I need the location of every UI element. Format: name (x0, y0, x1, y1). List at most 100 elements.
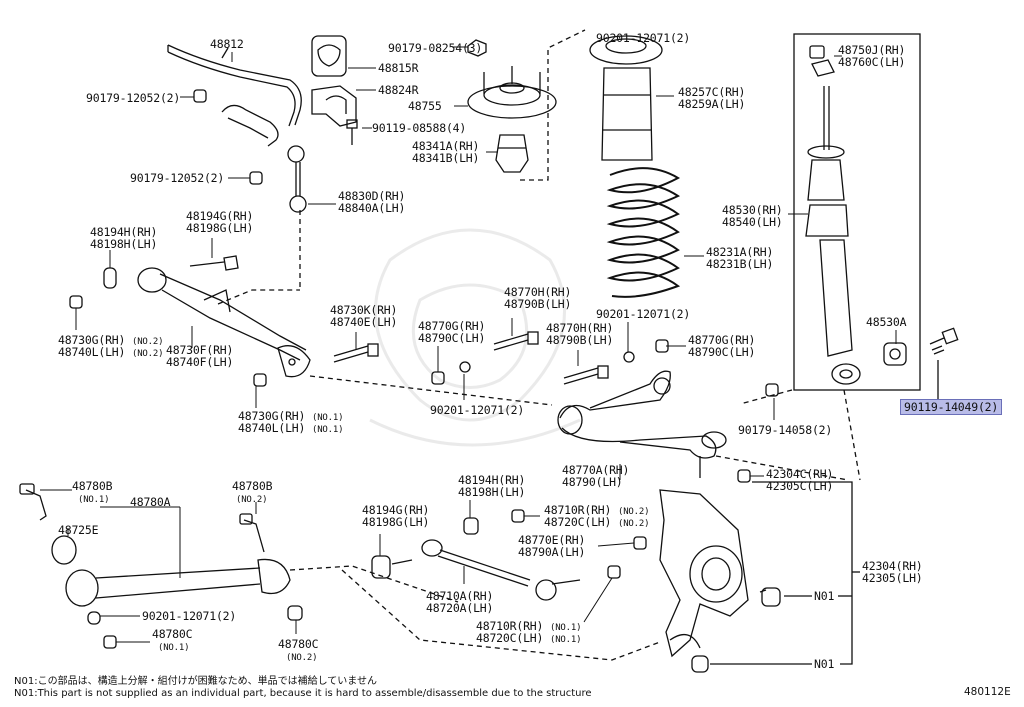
label-no2-c: (NO.2) (236, 495, 268, 505)
label-no2-a: (NO.2) (132, 337, 164, 347)
dash-line-upper (520, 29, 586, 181)
label-90179-08254: 90179-08254(3) (388, 41, 483, 55)
label-48780A: 48780A (130, 495, 171, 509)
bolt-90119-14049 (929, 327, 959, 355)
label-48770H-b: 48770H(RH) (546, 321, 614, 335)
lower-control-arm (19, 483, 303, 649)
dash-line-lower-arm (289, 565, 459, 603)
bushing-48530A (883, 342, 907, 366)
shock-absorber (805, 45, 861, 385)
toe-control-rod (371, 517, 581, 601)
upper-support (467, 66, 557, 119)
label-48780B-a: 48780B (72, 479, 113, 493)
spring-insulator (589, 35, 663, 161)
label-48730G-no2: 48730G(RH) (58, 333, 126, 347)
label-90179-14058: 90179-14058(2) (738, 423, 833, 437)
dash-line-arm (217, 289, 300, 305)
label-48740L-no1: 48740L(LH) (238, 421, 306, 435)
dash-line-knuckle (715, 455, 849, 481)
knuckle (659, 489, 781, 673)
bolt-90119-08588 (346, 119, 358, 145)
dash-line-arm-lower (309, 375, 553, 406)
label-48198G-b: 48198G(LH) (362, 515, 430, 529)
label-48198H-a: 48198H(LH) (90, 237, 158, 251)
label-48341A: 48341A(RH) (412, 139, 480, 153)
label-no2-b: (NO.2) (132, 349, 164, 359)
label-48194H-a: 48194H(RH) (90, 225, 158, 239)
label-no1-d: (NO.1) (158, 643, 190, 653)
watermark-emblem (369, 228, 581, 447)
label-48530: 48530(RH) (722, 203, 783, 217)
label-48740L-no2: 48740L(LH) (58, 345, 126, 359)
label-48710R-no2: 48710R(RH) (544, 503, 612, 517)
label-48770G-a: 48770G(RH) (418, 319, 486, 333)
label-no1-a: (NO.1) (312, 413, 344, 423)
label-48812: 48812 (210, 37, 244, 51)
label-48790: 48790(LH) (562, 475, 623, 489)
label-48740E: 48740E(LH) (330, 315, 398, 329)
small-nuts (431, 339, 779, 579)
label-90119-08588: 90119-08588(4) (372, 121, 467, 135)
label-48790B-b: 48790B(LH) (546, 333, 614, 347)
label-48740F: 48740F(LH) (166, 355, 234, 369)
label-90201-left: 90201-12071(2) (430, 403, 525, 417)
label-48824R: 48824R (378, 83, 419, 97)
label-48198G-a: 48198G(LH) (186, 221, 254, 235)
label-90201-top: 90201-12071(2) (596, 31, 691, 45)
label-42304C: 42304C(RH) (766, 467, 834, 481)
label-48730F: 48730F(RH) (166, 343, 234, 357)
label-48770G-b: 48770G(RH) (688, 333, 756, 347)
label-48730K: 48730K(RH) (330, 303, 398, 317)
label-42304: 42304(RH) (862, 559, 923, 573)
label-90179-12052-b: 90179-12052(2) (130, 171, 225, 185)
label-no2-d: (NO.2) (286, 653, 318, 663)
label-48194H-b: 48194H(RH) (458, 473, 526, 487)
label-48750J: 48750J(RH) (838, 43, 906, 57)
diagram-code: 480112E (964, 686, 1011, 698)
label-48257C: 48257C(RH) (678, 85, 746, 99)
label-48540: 48540(LH) (722, 215, 783, 229)
label-90201-bot: 90201-12071(2) (142, 609, 237, 623)
label-48770A: 48770A(RH) (562, 463, 630, 477)
nut-90179-08254 (467, 39, 487, 57)
label-48720A: 48720A(LH) (426, 601, 494, 615)
label-48194G-b: 48194G(RH) (362, 503, 430, 517)
note-japanese: N01:この部品は、構造上分解・組付けが困難なため、単品では補給していません (14, 676, 377, 687)
label-48710A: 48710A(RH) (426, 589, 494, 603)
label-48790B-a: 48790B(LH) (504, 297, 572, 311)
bushing-link (759, 589, 767, 593)
label-48770H-a: 48770H(RH) (504, 285, 572, 299)
bracket-42304 (710, 481, 860, 665)
label-48198H-b: 48198H(LH) (458, 485, 526, 499)
label-48790C-b: 48790C(LH) (688, 345, 756, 359)
label-N01-b: N01 (814, 657, 835, 671)
stabilizer-link (193, 89, 307, 213)
label-N01-a: N01 (814, 589, 835, 603)
label-no1-f: (NO.1) (550, 635, 582, 645)
bolt-48770H (493, 331, 609, 385)
label-48710R-no1: 48710R(RH) (476, 619, 544, 633)
label-no2-e: (NO.2) (618, 507, 650, 517)
label-48780B-b: 48780B (232, 479, 273, 493)
label-no1-b: (NO.1) (312, 425, 344, 435)
stabilizer-bar (167, 44, 302, 147)
label-48755: 48755 (408, 99, 442, 113)
note-english: N01:This part is not supplied as an indi… (14, 688, 592, 699)
label-42305: 42305(LH) (862, 571, 923, 585)
label-48259A: 48259A(LH) (678, 97, 746, 111)
label-48720C-no1: 48720C(LH) (476, 631, 544, 645)
label-48725E: 48725E (58, 523, 99, 537)
leader-lines (40, 46, 897, 643)
label-48790C-a: 48790C(LH) (418, 331, 486, 345)
label-90119-14049-highlighted[interactable]: 90119-14049(2) (900, 399, 1003, 415)
upper-control-arm (69, 255, 311, 387)
label-48815R: 48815R (378, 61, 419, 75)
dash-line-rod (341, 569, 661, 661)
label-48770E: 48770E(RH) (518, 533, 586, 547)
shock-absorber-frame (793, 33, 921, 391)
label-48840A: 48840A(LH) (338, 201, 406, 215)
label-48730G-no1: 48730G(RH) (238, 409, 306, 423)
label-42305C: 42305C(LH) (766, 479, 834, 493)
upper-arm-assembly (557, 370, 727, 478)
